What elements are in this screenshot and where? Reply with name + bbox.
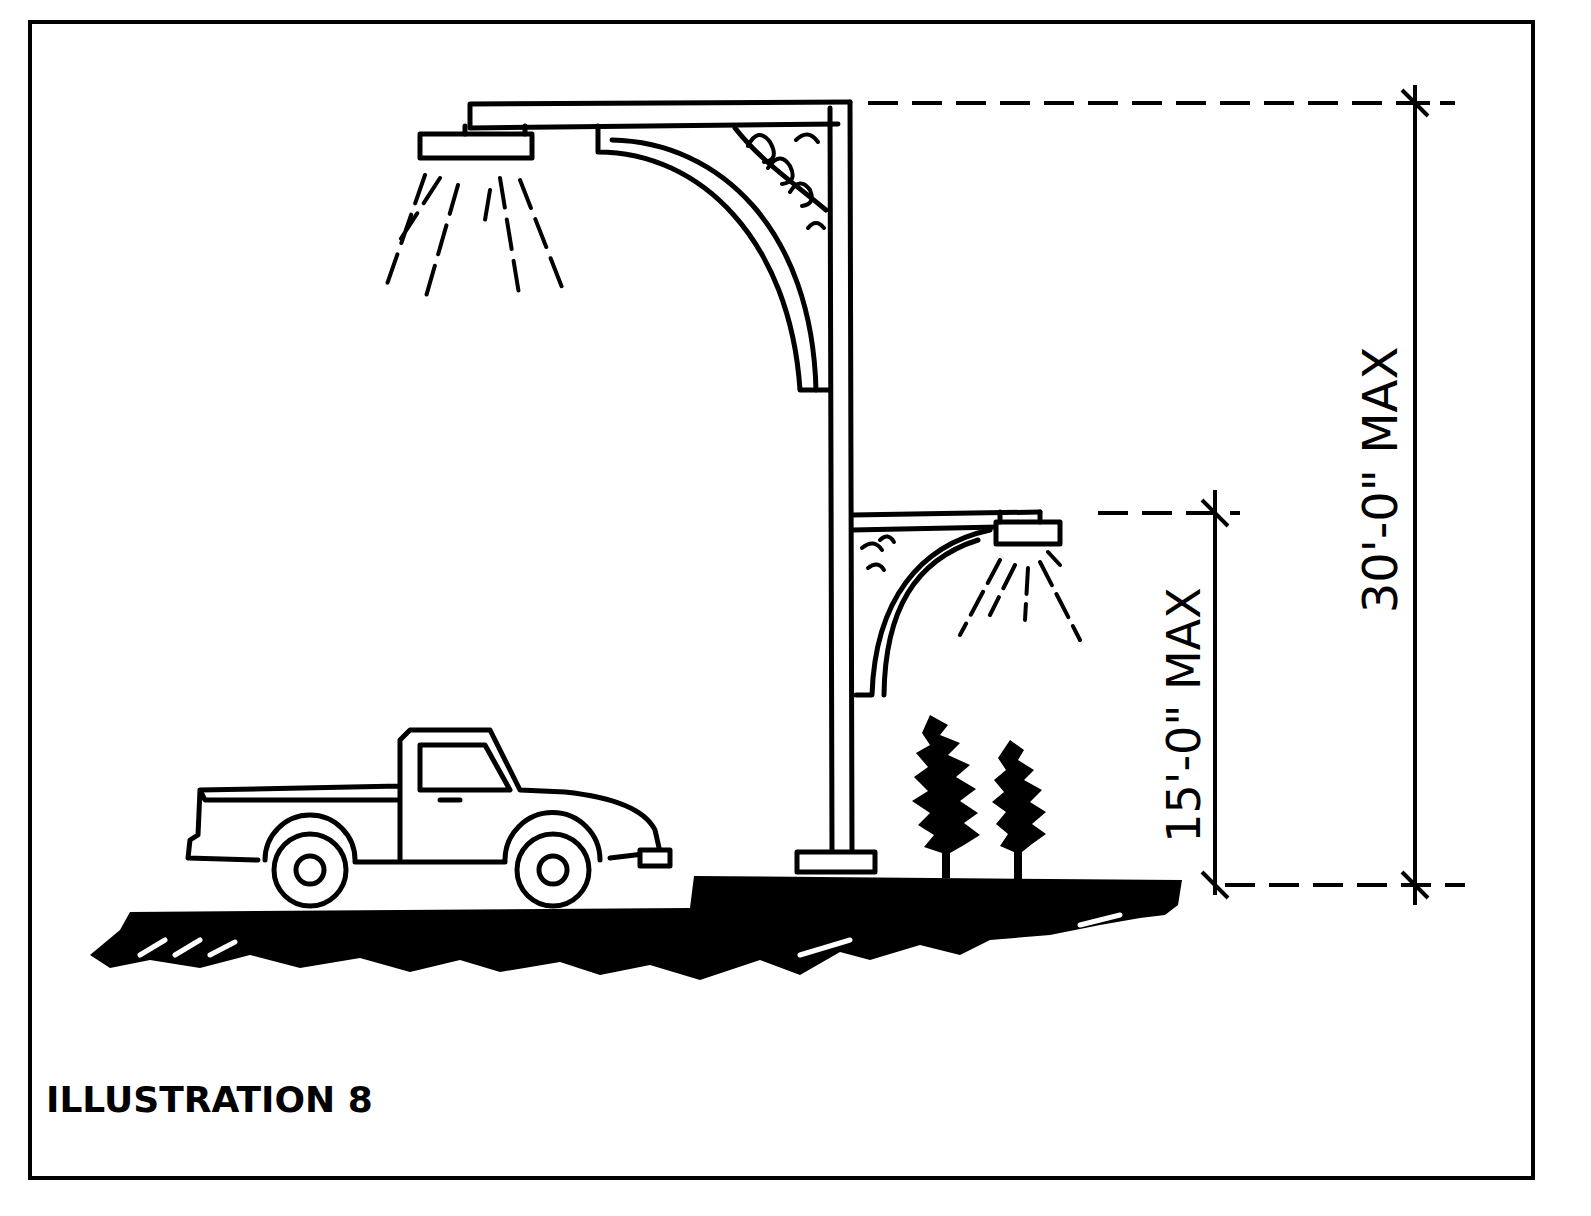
- dimension-lines: [868, 85, 1465, 905]
- shrub: [992, 740, 1046, 882]
- luminaire-mount: [1000, 512, 1040, 522]
- truck-wheel: [274, 834, 346, 906]
- ground-texture: [140, 915, 1120, 955]
- truck-body: [188, 730, 660, 862]
- shrub: [912, 715, 980, 878]
- truck-wheel: [517, 834, 589, 906]
- upper-luminaire: [420, 134, 532, 158]
- upper-arm: [470, 102, 850, 128]
- dimension-label: 15'-0" MAX: [1161, 587, 1207, 843]
- dimension-label: 30'-0" MAX: [1356, 347, 1404, 614]
- light-rays: [385, 175, 565, 300]
- light-rays: [960, 552, 1080, 640]
- bracket-scroll: [748, 134, 824, 228]
- truck-hub: [539, 856, 567, 884]
- truck-hub: [296, 856, 324, 884]
- truck-bumper: [640, 850, 670, 866]
- frame: [30, 22, 1533, 1178]
- truck-window: [420, 745, 510, 790]
- pole-base: [797, 852, 875, 872]
- ground: [90, 876, 1182, 980]
- luminaire-mount: [465, 126, 525, 134]
- lower-luminaire: [996, 522, 1060, 544]
- light-pole: [830, 102, 852, 852]
- bracket-scroll: [862, 536, 894, 570]
- figure-caption: ILLUSTRATION 8: [46, 1082, 373, 1118]
- upper-bracket: [598, 126, 830, 390]
- door-handle: [440, 798, 460, 803]
